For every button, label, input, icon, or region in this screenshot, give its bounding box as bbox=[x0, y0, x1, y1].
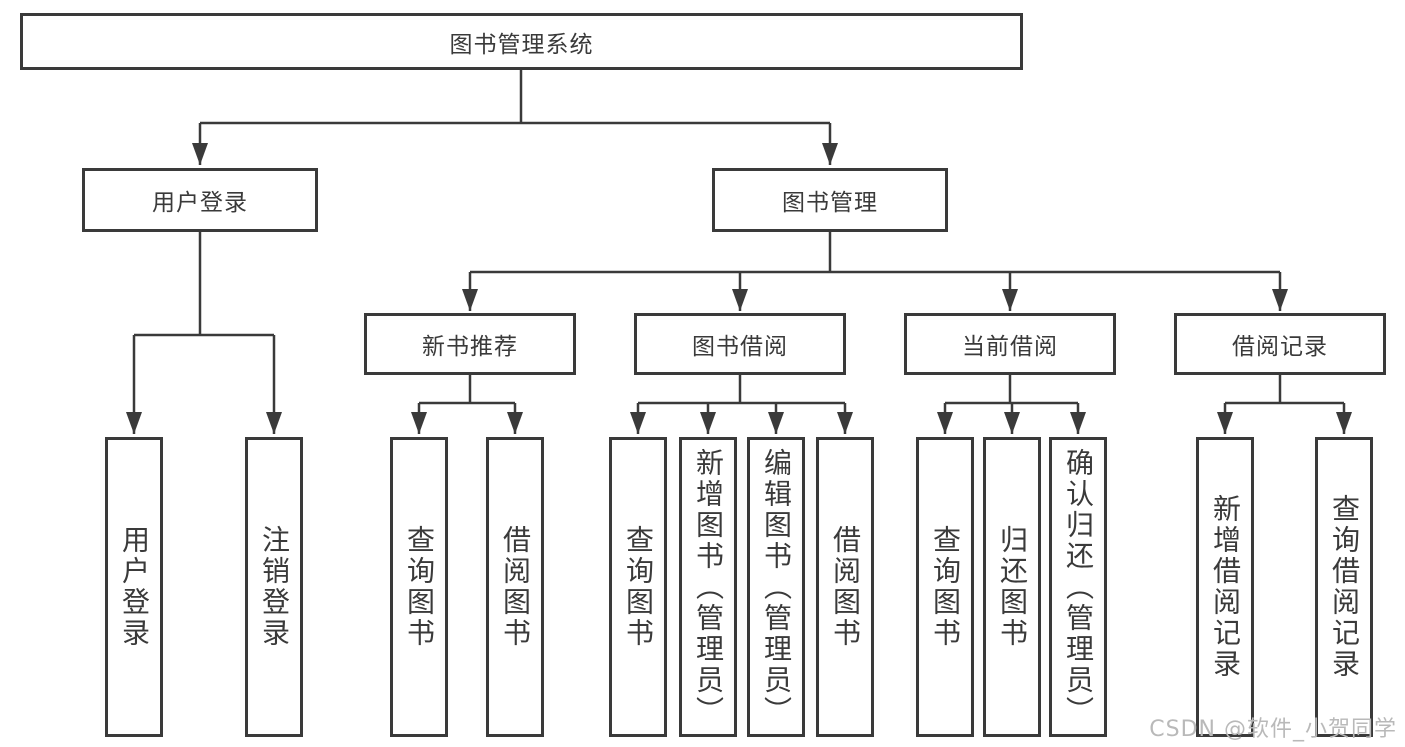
leaf-query-books-recommend: 查询图书 bbox=[390, 437, 448, 737]
leaf-label: 查询图书 bbox=[622, 525, 655, 649]
leaf-label: 查询图书 bbox=[403, 525, 436, 649]
leaf-return-books: 归还图书 bbox=[983, 437, 1041, 737]
node-label: 图书管理 bbox=[782, 190, 878, 216]
node-user-login: 用户登录 bbox=[82, 168, 318, 232]
node-book-management: 图书管理 bbox=[712, 168, 948, 232]
leaf-label: 新增图书（管理员） bbox=[692, 447, 725, 727]
node-label: 图书管理系统 bbox=[449, 31, 594, 58]
watermark: CSDN @软件_小贺同学 bbox=[1149, 717, 1397, 742]
leaf-label: 新增借阅记录 bbox=[1209, 494, 1242, 680]
leaf-label: 查询借阅记录 bbox=[1328, 494, 1361, 680]
leaf-label: 借阅图书 bbox=[499, 525, 532, 649]
node-label: 借阅记录 bbox=[1232, 334, 1328, 360]
node-library-management-system: 图书管理系统 bbox=[20, 13, 1023, 70]
node-label: 图书借阅 bbox=[692, 334, 788, 360]
node-label: 新书推荐 bbox=[422, 334, 518, 360]
leaf-query-borrow-record: 查询借阅记录 bbox=[1315, 437, 1373, 737]
node-new-book-recommendation: 新书推荐 bbox=[364, 313, 576, 375]
node-label: 当前借阅 bbox=[962, 334, 1058, 360]
leaf-edit-books-admin: 编辑图书（管理员） bbox=[747, 437, 805, 737]
leaf-query-books-borrow: 查询图书 bbox=[609, 437, 667, 737]
leaf-label: 用户登录 bbox=[118, 525, 151, 649]
node-current-borrowing: 当前借阅 bbox=[904, 313, 1116, 375]
leaf-query-books-current: 查询图书 bbox=[916, 437, 974, 737]
leaf-label: 借阅图书 bbox=[829, 525, 862, 649]
leaf-label: 注销登录 bbox=[258, 525, 291, 649]
node-borrowing-records: 借阅记录 bbox=[1174, 313, 1386, 375]
leaf-label: 查询图书 bbox=[929, 525, 962, 649]
node-label: 用户登录 bbox=[152, 190, 248, 216]
leaf-add-borrow-record: 新增借阅记录 bbox=[1196, 437, 1254, 737]
node-book-borrowing: 图书借阅 bbox=[634, 313, 846, 375]
leaf-user-login: 用户登录 bbox=[105, 437, 163, 737]
leaf-logout-login: 注销登录 bbox=[245, 437, 303, 737]
leaf-borrow-books: 借阅图书 bbox=[816, 437, 874, 737]
leaf-label: 归还图书 bbox=[996, 525, 1029, 649]
leaf-borrow-books-recommend: 借阅图书 bbox=[486, 437, 544, 737]
leaf-confirm-return-admin: 确认归还（管理员） bbox=[1049, 437, 1107, 737]
leaf-label: 确认归还（管理员） bbox=[1062, 447, 1095, 727]
leaf-add-books-admin: 新增图书（管理员） bbox=[679, 437, 737, 737]
leaf-label: 编辑图书（管理员） bbox=[760, 447, 793, 727]
